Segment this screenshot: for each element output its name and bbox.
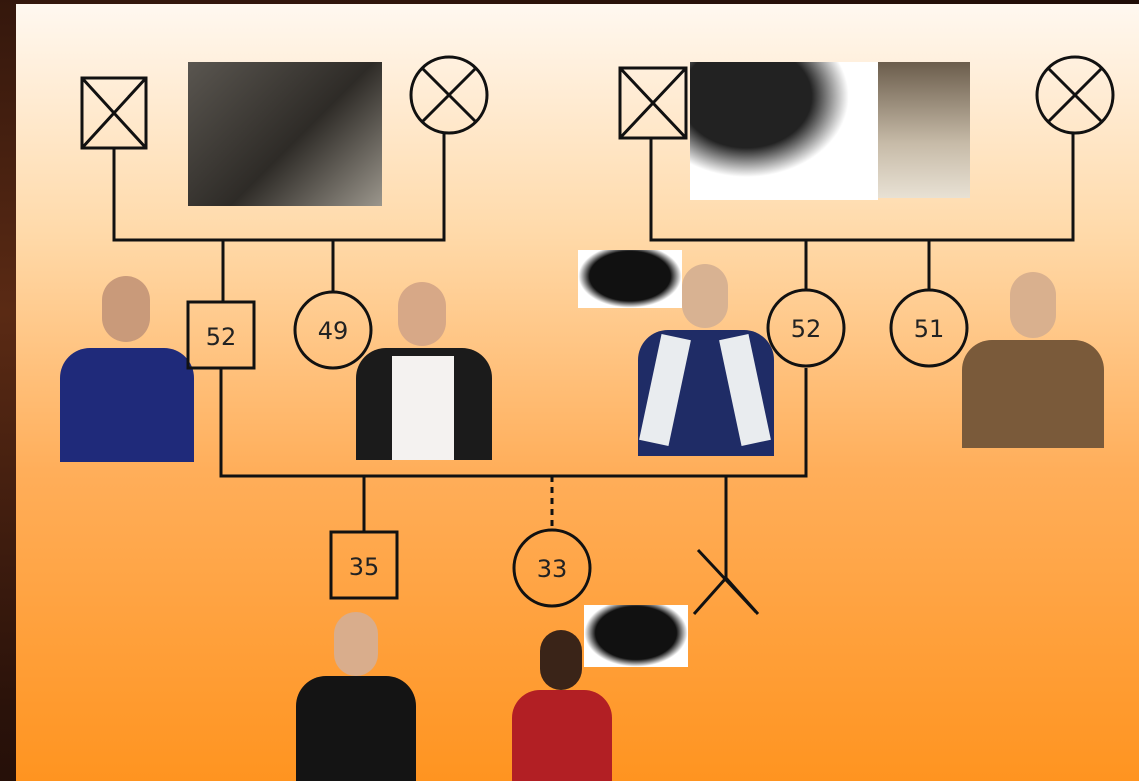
- node-male-35: [329, 530, 399, 600]
- deceased-female-right: [1035, 55, 1115, 135]
- label-male-52: 52: [206, 323, 237, 351]
- miscarriage-symbol: [692, 575, 760, 615]
- person-woman-white-shawl: [638, 264, 774, 456]
- person-woman-brown-cardigan: [962, 272, 1104, 448]
- label-female-52: 52: [791, 315, 822, 343]
- couple-line-right-grandparents: [649, 132, 1075, 242]
- node-female-52: [766, 288, 846, 368]
- grandparents-photo-left: [188, 62, 382, 206]
- label-female-49: 49: [318, 317, 349, 345]
- redacted-patch-1: [578, 250, 682, 308]
- couple-line-parents: [219, 368, 808, 478]
- person-woman-star-shirt: [356, 282, 492, 460]
- deceased-female-left: [409, 55, 489, 135]
- person-man-blue-shirt: [60, 276, 194, 462]
- node-female-49: [293, 290, 373, 370]
- node-male-52: [186, 300, 256, 370]
- miscarriage-strike: [696, 548, 758, 614]
- person-young-man-black-shirt: [296, 612, 416, 781]
- deceased-male-right: [618, 66, 688, 140]
- label-female-51: 51: [914, 315, 945, 343]
- node-female-33: [512, 528, 592, 608]
- label-male-35: 35: [349, 553, 380, 581]
- redacted-patch-2: [584, 605, 688, 667]
- bride-photo: [878, 62, 970, 198]
- redacted-photo-right-grandfather: [690, 62, 878, 200]
- couple-line-left-grandparents: [112, 132, 446, 242]
- person-young-woman-red-top: [512, 630, 612, 781]
- node-female-51: [889, 288, 969, 368]
- deceased-male-left: [80, 76, 148, 150]
- label-female-33: 33: [537, 555, 568, 583]
